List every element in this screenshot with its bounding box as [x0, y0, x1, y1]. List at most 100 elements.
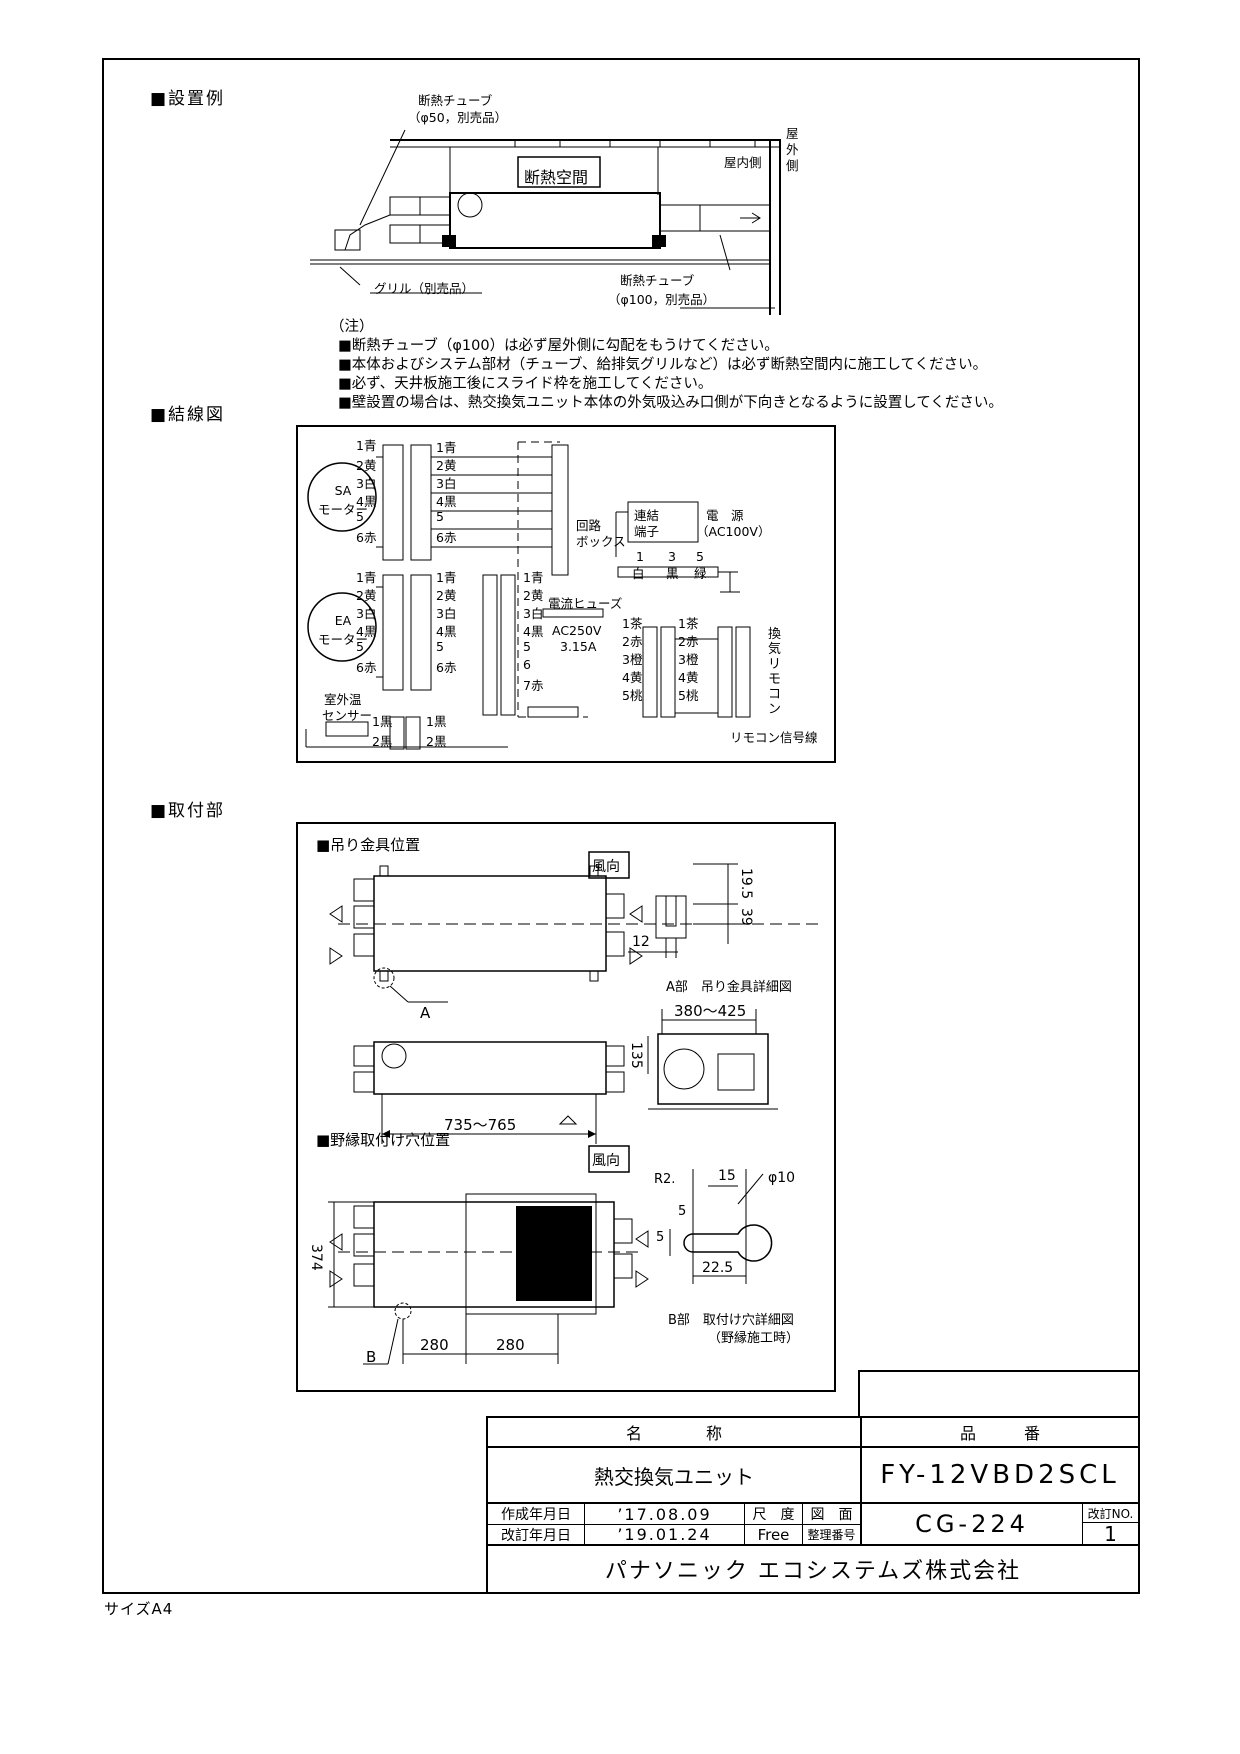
ea-wire-5: 5 — [356, 639, 364, 654]
sa-wire-5: 5 — [356, 509, 364, 524]
remote-a-wire-2: 2赤 — [622, 634, 643, 649]
notes-heading: （注） — [330, 319, 374, 335]
dim-phi10: φ10 — [768, 1170, 796, 1186]
power-line2: （AC100V） — [696, 524, 771, 539]
dim-22-5: 22.5 — [702, 1260, 734, 1276]
tube100-label: 断熱チューブ — [620, 273, 695, 288]
outdoor-label: 屋外側 — [786, 126, 799, 173]
revision-number: 1 — [1104, 1521, 1117, 1546]
sa-wire-6: 6赤 — [356, 530, 377, 545]
drawing-number: CG-224 — [915, 1510, 1029, 1538]
remote-a-wire-5: 5桃 — [622, 688, 643, 703]
wiring-diagram-frame: SA モーター EA モーター 1青 2黄 3白 4黒 5 6赤 1青 2黄 3… — [296, 425, 836, 763]
sa-wire-out-6: 6赤 — [436, 530, 457, 545]
sa-wire-out-2: 2黄 — [436, 458, 457, 473]
sa-wire-out-5: 5 — [436, 509, 444, 524]
wiring-diagram-lines — [305, 441, 751, 750]
section-mounting: ■取付部 — [150, 801, 226, 821]
sa-wire-4: 4黒 — [356, 494, 377, 509]
mounting-frame: ■吊り金具位置 ■野縁取付け穴位置 風向 風向 A部 吊り金具詳細図 B部 取付… — [296, 822, 836, 1392]
circuit-box-line2: ボックス — [576, 534, 626, 549]
revision-label: 改訂NO. — [1087, 1506, 1134, 1521]
remote-label: 換気リモコン — [768, 627, 782, 717]
ea-wire-out-2: 2黄 — [436, 588, 457, 603]
tube100-sub-label: （φ100，別売品） — [608, 292, 716, 307]
dim-374: 374 — [308, 1244, 324, 1271]
scale-label: 尺 度 — [752, 1507, 795, 1523]
sa-wire-out-4: 4黒 — [436, 494, 457, 509]
mounting-drawings — [328, 851, 818, 1365]
ea-wire-3: 3白 — [356, 606, 377, 621]
sensor-wire-1: 1黒 — [372, 714, 393, 729]
label-a: A — [420, 1004, 431, 1022]
section-install-example: ■設置例 — [150, 89, 226, 109]
fuse-rating-2: 3.15A — [560, 639, 597, 654]
remote-a-wire-4: 4黄 — [622, 670, 643, 685]
sa-motor-line1: SA — [334, 483, 352, 498]
indoor-label: 屋内側 — [724, 155, 762, 170]
dim-135: 135 — [628, 1042, 644, 1069]
label-b: B — [366, 1348, 377, 1366]
title-block: 名 称 品 番 熱交換気ユニット FY-12VBD2SCL 作成年月日 ’17.… — [486, 1416, 1140, 1594]
ea-wire-2: 2黄 — [356, 588, 377, 603]
power-pin-color-3: 黒 — [666, 566, 679, 581]
product-number: FY-12VBD2SCL — [880, 1460, 1120, 1490]
power-pin-color-5: 緑 — [694, 566, 707, 581]
ea-b-wire-7: 7赤 — [523, 678, 544, 693]
number-header: 品 番 — [959, 1424, 1040, 1443]
ea-b-wire-1: 1青 — [523, 570, 544, 585]
airflow-label-top: 風向 — [592, 859, 620, 875]
power-pin-3: 3 — [668, 549, 676, 564]
revised-label: 改訂年月日 — [501, 1527, 571, 1544]
dim-5-b: 5 — [656, 1230, 665, 1245]
remote-b-wire-4: 4黄 — [678, 670, 699, 685]
ea-b-wire-4: 4黒 — [523, 624, 544, 639]
ea-wire-6: 6赤 — [356, 660, 377, 675]
grille-label: グリル（別売品） — [374, 281, 475, 296]
ea-b-wire-3: 3白 — [523, 606, 544, 621]
ea-wire-1: 1青 — [356, 570, 377, 585]
section-wiring-diagram: ■結線図 — [150, 405, 226, 425]
revised-date: ’19.01.24 — [617, 1525, 712, 1544]
dim-5-a: 5 — [678, 1204, 687, 1219]
ea-wire-4: 4黒 — [356, 624, 377, 639]
note-item-2: ■本体およびシステム部材（チューブ、給排気グリルなど）は必ず断熱空間内に施工して… — [338, 357, 988, 373]
airflow-label-bottom: 風向 — [592, 1153, 620, 1169]
sensor-line1: 室外温 — [324, 692, 362, 707]
sa-wire-out-3: 3白 — [436, 476, 457, 491]
ea-wire-out-3: 3白 — [436, 606, 457, 621]
remote-a-wire-1: 1茶 — [622, 616, 643, 631]
company-name: パナソニック エコシステムズ株式会社 — [604, 1559, 1022, 1584]
dim-12: 12 — [632, 934, 650, 950]
ea-wire-out-5: 5 — [436, 639, 444, 654]
sa-wire-out-1: 1青 — [436, 440, 457, 455]
power-pin-color-1: 白 — [632, 566, 645, 581]
sensor-wire-out-2: 2黒 — [426, 734, 447, 749]
drawing-number-label: 整理番号 — [807, 1528, 856, 1542]
power-pin-5: 5 — [696, 549, 704, 564]
remote-a-wire-3: 3橙 — [622, 652, 643, 667]
dim-280-left: 280 — [420, 1336, 449, 1354]
sa-motor-line2: モーター — [317, 502, 368, 517]
created-label: 作成年月日 — [501, 1507, 571, 1523]
scale-value: Free — [757, 1525, 790, 1544]
flange-hole-title: ■野縁取付け穴位置 — [316, 1131, 451, 1149]
detail-b-caption: B部 取付け穴詳細図 — [668, 1313, 794, 1328]
tube50-label: 断熱チューブ — [418, 93, 493, 108]
note-item-3: ■必ず、天井板施工後にスライド枠を施工してください。 — [338, 376, 713, 392]
dim-19-5: 19.5 — [738, 868, 754, 900]
remote-b-wire-5: 5桃 — [678, 688, 699, 703]
remote-line-label: リモコン信号線 — [730, 730, 818, 745]
remote-b-wire-3: 3橙 — [678, 652, 699, 667]
note-item-1: ■断熱チューブ（φ100）は必ず屋外側に勾配をもうけてください。 — [338, 338, 779, 354]
ea-b-wire-5: 5 — [523, 639, 531, 654]
circuit-box-line1: 回路 — [576, 518, 602, 533]
terminal-line2: 端子 — [634, 524, 660, 539]
dim-15: 15 — [718, 1168, 736, 1184]
remote-b-wire-2: 2赤 — [678, 634, 699, 649]
hanger-position-title: ■吊り金具位置 — [316, 836, 421, 854]
sensor-wire-out-1: 1黒 — [426, 714, 447, 729]
detail-b-subcaption: （野縁施工時） — [708, 1331, 800, 1346]
ea-motor-line2: モーター — [317, 632, 368, 647]
paper-size: サイズA4 — [104, 1600, 174, 1618]
